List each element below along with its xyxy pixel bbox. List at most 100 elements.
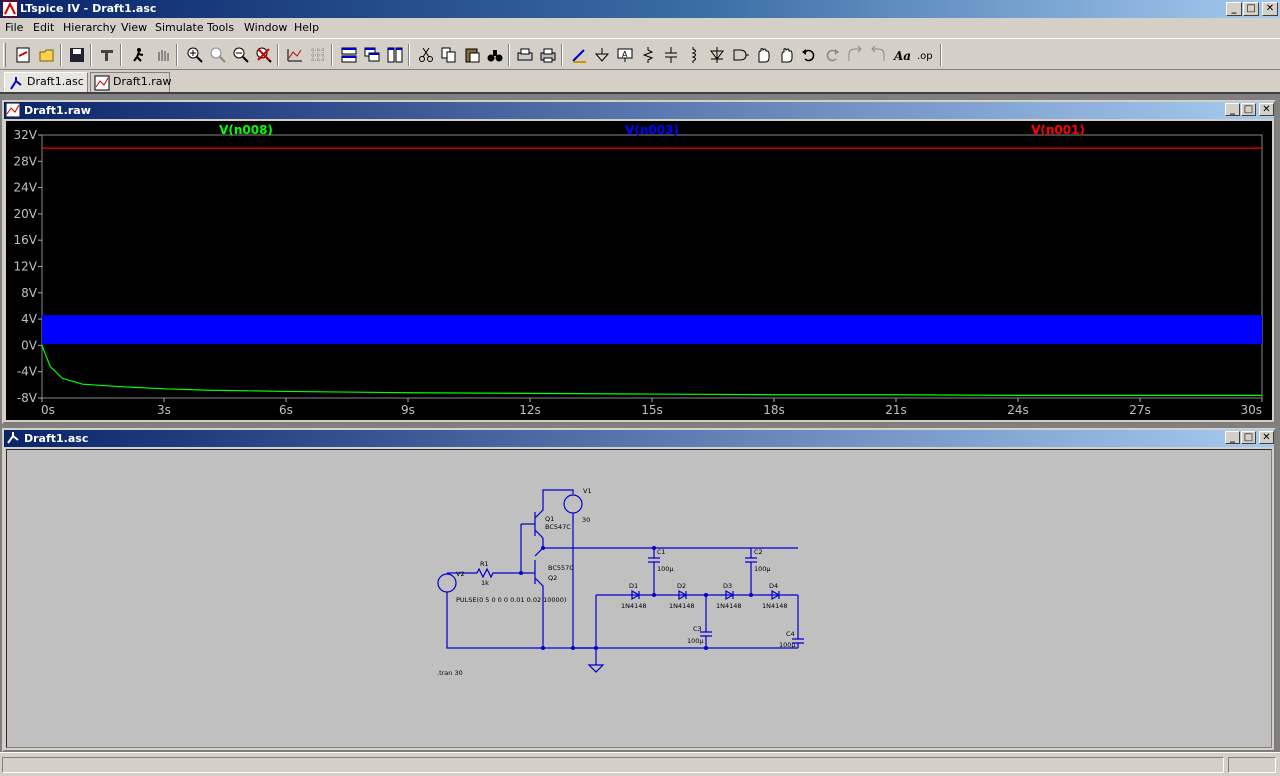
schematic-close-button[interactable]: ✕	[1259, 431, 1274, 444]
trace-V(n008)	[41, 345, 1262, 396]
c3-value: 100µ	[687, 637, 704, 645]
tab-draft1-raw[interactable]: Draft1.raw	[90, 72, 171, 92]
find-icon[interactable]	[486, 46, 504, 64]
v1-value: 30	[582, 516, 590, 524]
c2-name: C2	[754, 548, 763, 556]
wire-icon[interactable]	[570, 46, 588, 64]
x-tick-label: 9s	[401, 403, 415, 417]
y-tick-label: 28V	[14, 154, 38, 168]
new-schematic-icon[interactable]	[14, 46, 32, 64]
trace-label: V(n008)	[219, 123, 273, 137]
paste-icon[interactable]	[463, 46, 481, 64]
c1-value: 100µ	[657, 565, 674, 573]
toolbar-grip[interactable]	[3, 43, 6, 67]
waveform-maximize-button[interactable]: □	[1241, 103, 1256, 116]
menu-edit[interactable]: Edit	[33, 21, 55, 34]
zoom-pan-icon[interactable]	[209, 46, 227, 64]
capacitor-icon[interactable]	[662, 46, 680, 64]
r1-name: R1	[480, 560, 489, 568]
print-icon[interactable]	[539, 46, 557, 64]
schematic-canvas[interactable]: V1 30 Q1 BC547C BC557C Q2 R1 1k V2 PULSE…	[6, 449, 1272, 748]
ltspice-logo-icon	[2, 1, 18, 17]
schematic-drawing[interactable]: V1 30 Q1 BC547C BC557C Q2 R1 1k V2 PULSE…	[7, 450, 1271, 747]
redo-icon[interactable]	[823, 46, 841, 64]
schematic-window: Draft1.asc _ □ ✕	[2, 428, 1276, 752]
q1-model: BC547C	[545, 523, 571, 531]
status-bar	[0, 752, 1280, 776]
tab-draft1-asc[interactable]: Draft1.asc	[4, 72, 88, 92]
zoom-out-icon[interactable]	[232, 46, 250, 64]
zoom-fit-icon[interactable]	[255, 46, 273, 64]
d2-model: 1N4148	[669, 602, 695, 610]
open-icon[interactable]	[38, 46, 56, 64]
save-icon[interactable]	[68, 46, 86, 64]
schematic-window-title: Draft1.asc	[24, 432, 89, 445]
schematic-minimize-button[interactable]: _	[1225, 431, 1240, 444]
junction-dots	[519, 546, 753, 650]
diode-icon[interactable]	[708, 46, 726, 64]
move-icon[interactable]	[754, 46, 772, 64]
menu-tools[interactable]: Tools	[207, 21, 235, 34]
schematic-maximize-button[interactable]: □	[1241, 431, 1256, 444]
plot-frame	[41, 134, 1263, 399]
schematic-wires	[437, 489, 804, 673]
menu-view[interactable]: View	[121, 21, 148, 34]
waveform-window-title: Draft1.raw	[24, 104, 91, 117]
grid-icon[interactable]	[309, 46, 327, 64]
schematic-icon	[6, 431, 20, 445]
menu-window[interactable]: Window	[244, 21, 288, 34]
schematic-window-titlebar[interactable]: Draft1.asc _ □ ✕	[4, 430, 1274, 447]
x-tick-label: 15s	[641, 403, 663, 417]
v2-value: PULSE(0 5 0 0 0 0.01 0.02 10000)	[456, 596, 566, 604]
copy-icon[interactable]	[440, 46, 458, 64]
print-preview-icon[interactable]	[516, 46, 534, 64]
text-icon[interactable]: Aa	[893, 46, 911, 64]
run-icon[interactable]	[130, 46, 148, 64]
svg-text:.op: .op	[917, 51, 933, 62]
trace-label: V(n001)	[1031, 123, 1085, 137]
cascade-icon[interactable]	[363, 46, 381, 64]
tile-vertical-icon[interactable]	[386, 46, 404, 64]
app-title-bar[interactable]: LTspice IV - Draft1.asc _ □ ✕	[0, 0, 1280, 18]
tran-directive: .tran 30	[437, 669, 463, 677]
menu-simulate[interactable]: Simulate	[155, 21, 204, 34]
tile-horizontal-icon[interactable]	[340, 46, 358, 64]
inductor-icon[interactable]	[685, 46, 703, 64]
tab-label: Draft1.asc	[27, 75, 84, 88]
cut-icon[interactable]	[417, 46, 435, 64]
waveform-minimize-button[interactable]: _	[1225, 103, 1240, 116]
spice-directive-icon[interactable]: .op	[916, 46, 934, 64]
y-tick-label: 24V	[14, 181, 38, 195]
resistor-icon[interactable]	[639, 46, 657, 64]
menu-hierarchy[interactable]: Hierarchy	[63, 21, 117, 34]
control-panel-icon[interactable]	[98, 46, 116, 64]
undo-icon[interactable]	[800, 46, 818, 64]
component-icon[interactable]	[731, 46, 749, 64]
c4-name: C4	[786, 630, 795, 638]
halt-icon[interactable]	[154, 46, 172, 64]
rotate-icon[interactable]	[846, 46, 864, 64]
ground-icon[interactable]	[593, 46, 611, 64]
label-icon[interactable]: A	[616, 46, 634, 64]
svg-text:A: A	[622, 50, 628, 59]
y-tick-label: -4V	[17, 365, 38, 379]
trace-label: V(n003)	[625, 123, 679, 137]
drag-icon[interactable]	[777, 46, 795, 64]
autorange-icon[interactable]	[286, 46, 304, 64]
d3-name: D3	[723, 582, 732, 590]
close-button[interactable]: ✕	[1262, 2, 1278, 16]
d4-name: D4	[769, 582, 778, 590]
minimize-button[interactable]: _	[1226, 2, 1242, 16]
zoom-in-icon[interactable]	[186, 46, 204, 64]
mirror-icon[interactable]	[869, 46, 887, 64]
maximize-button[interactable]: □	[1243, 2, 1259, 16]
waveform-close-button[interactable]: ✕	[1259, 103, 1274, 116]
waveform-window-titlebar[interactable]: Draft1.raw _ □ ✕	[4, 102, 1274, 119]
menu-help[interactable]: Help	[294, 21, 320, 34]
q2-model: BC557C	[548, 564, 574, 572]
x-tick-label: 12s	[519, 403, 541, 417]
menu-file[interactable]: File	[5, 21, 24, 34]
y-tick-label: 32V	[14, 128, 38, 142]
